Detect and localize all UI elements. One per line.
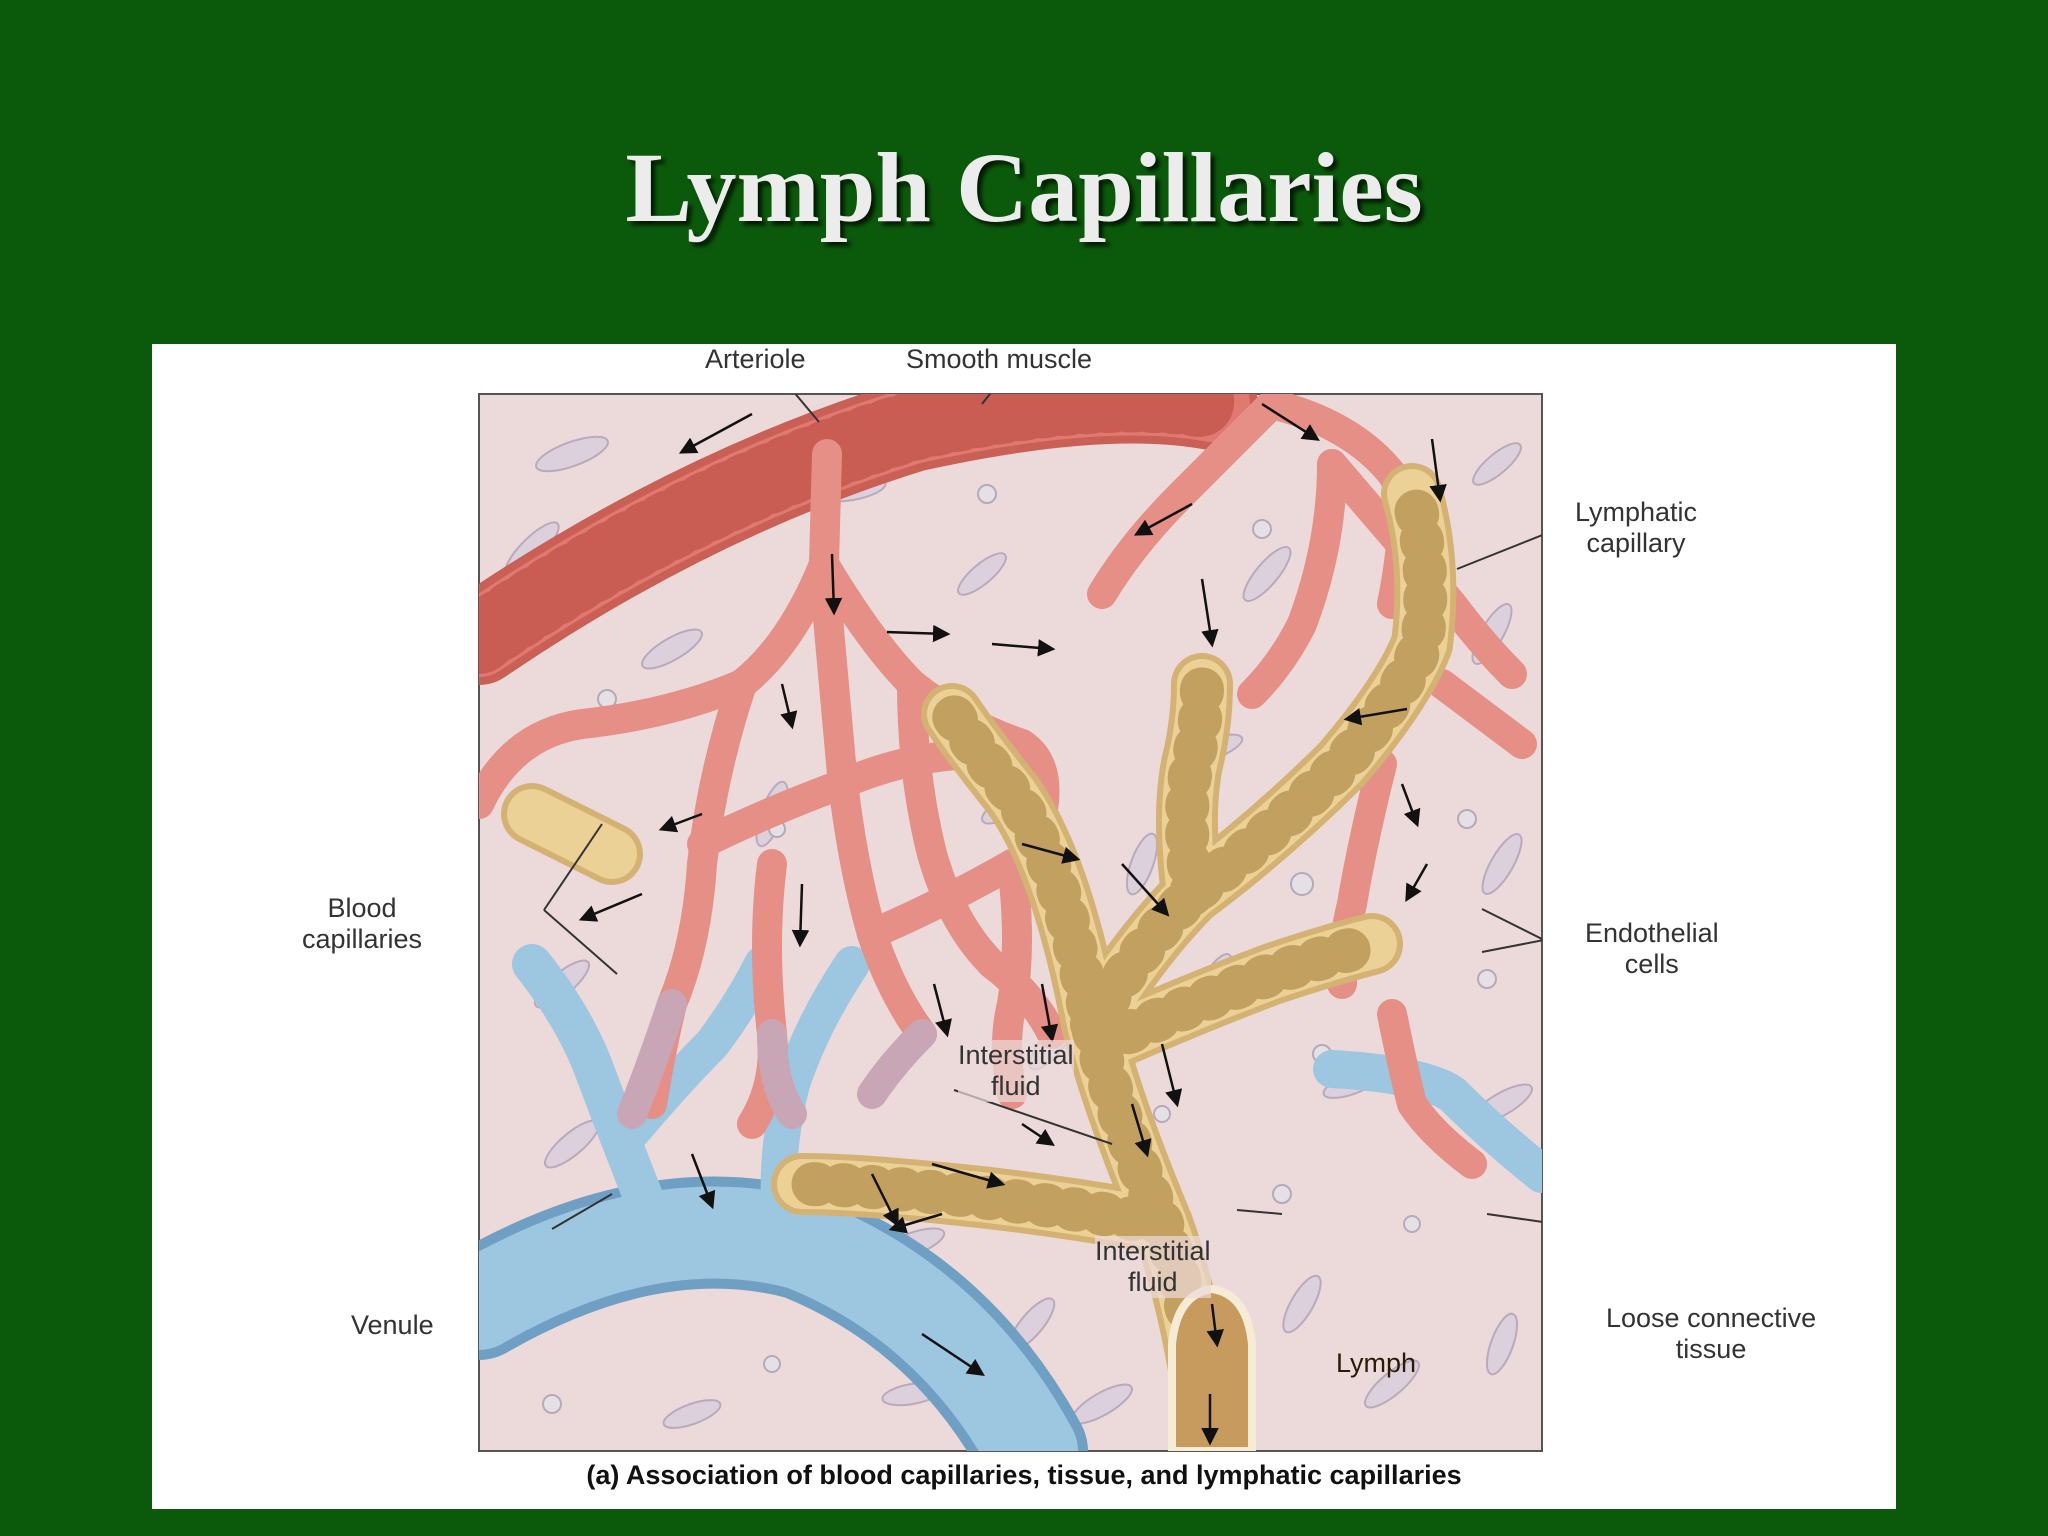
label-lymphatic-capillary: Lymphatic capillary xyxy=(1575,497,1698,558)
arteriole-vessel xyxy=(479,394,1258,685)
label-lymph: Lymph xyxy=(1336,1348,1417,1378)
capillary-to-venule-transition xyxy=(617,989,937,1129)
label-loose-connective-tissue: Loose connective tissue xyxy=(1606,1303,1817,1364)
label-smooth-muscle: Smooth muscle xyxy=(906,344,1093,374)
label-endothelial-cells: Endothelial cells xyxy=(1585,918,1719,979)
figure-caption: (a) Association of blood capillaries, ti… xyxy=(586,1460,1462,1490)
label-interstitial-fluid-upper: Interstitial fluid xyxy=(958,1040,1074,1102)
label-blood-capillaries: Blood capillaries xyxy=(302,893,423,954)
figure-panel: Arteriole Smooth muscle Lymphatic capill… xyxy=(152,344,1896,1509)
label-arteriole: Arteriole xyxy=(705,344,806,374)
label-interstitial-fluid-lower: Interstitial fluid xyxy=(1095,1236,1211,1298)
label-venule: Venule xyxy=(351,1310,434,1340)
lymph-vessel-lumen xyxy=(1168,1284,1256,1451)
flow-arrows xyxy=(578,402,1447,1446)
tissue-cell-nuclei xyxy=(542,484,1497,1414)
slide-title: Lymph Capillaries xyxy=(625,132,1423,243)
